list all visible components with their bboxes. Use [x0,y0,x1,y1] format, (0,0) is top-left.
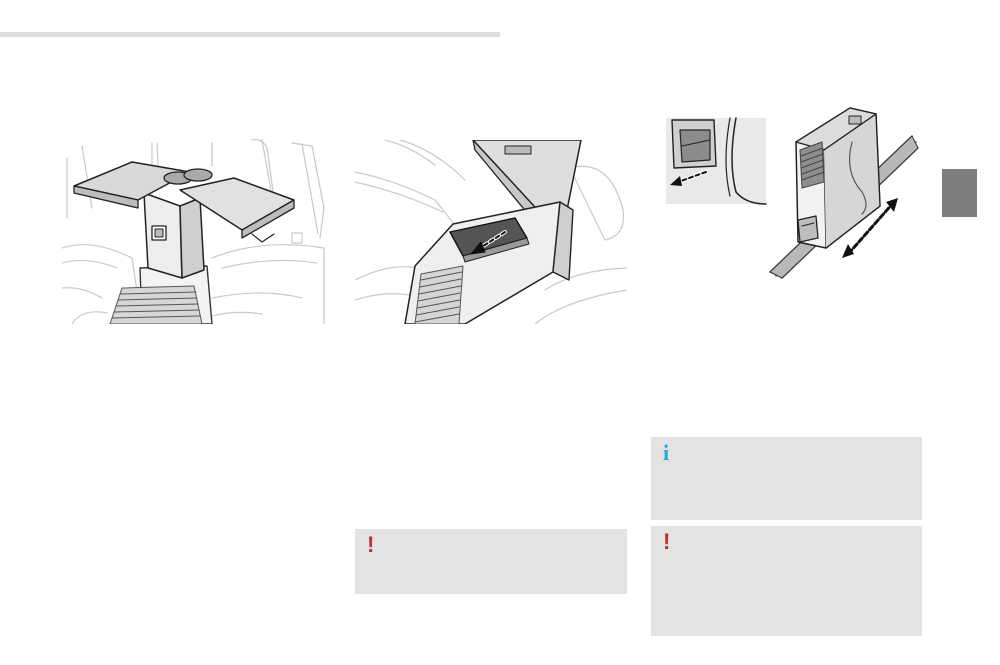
info-icon: i [663,440,670,465]
rear-armrest-table-illustration [62,138,334,324]
warning-icon: ! [367,532,375,557]
header-rule [0,32,500,37]
chapter-tab [942,169,977,217]
armrest-storage-box-illustration [355,140,627,324]
sliding-console-rail-illustration [666,102,928,288]
warning-icon: ! [663,529,671,554]
info-note: i [651,437,922,520]
warning-note: ! [651,526,922,636]
warning-note: ! [355,529,627,594]
